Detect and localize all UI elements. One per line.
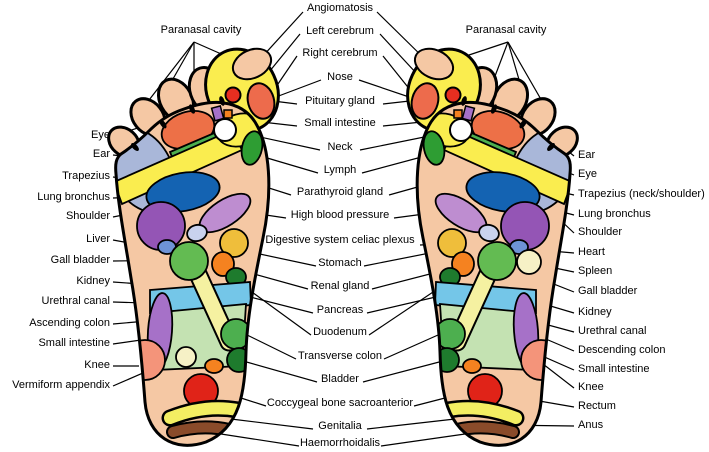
right-foot-illustration — [395, 37, 592, 445]
label-kidney-left: Kidney — [76, 275, 110, 287]
label-paranasal-cavity-right: Paranasal cavity — [465, 24, 547, 36]
label-paranasal-cavity-left: Paranasal cavity — [160, 24, 242, 36]
label-trapezius-right: Trapezius (neck/shoulder) — [578, 188, 705, 200]
label-digestive-celiac-plexus: Digestive system celiac plexus — [265, 234, 415, 246]
label-duodenum: Duodenum — [313, 326, 367, 338]
label-stomach: Stomach — [318, 257, 362, 269]
label-right-cerebrum: Right cerebrum — [302, 47, 378, 59]
label-small-intestine-left: Small intestine — [38, 337, 110, 349]
label-eye-left: Eye — [91, 129, 110, 141]
label-shoulder-left: Shoulder — [65, 210, 110, 222]
label-lymph: Lymph — [323, 164, 357, 176]
label-renal-gland: Renal gland — [310, 280, 370, 292]
zone-vermiform-appendix — [175, 346, 197, 368]
label-parathyroid-gland: Parathyroid gland — [296, 186, 384, 198]
label-lung-bronchus-right: Lung bronchus — [578, 208, 651, 220]
label-spleen: Spleen — [578, 265, 613, 277]
label-gall-bladder-right: Gall bladder — [578, 285, 638, 297]
label-pituitary-gland: Pituitary gland — [305, 95, 375, 107]
label-urethral-canal-right: Urethral canal — [578, 325, 647, 337]
label-ear-left: Ear — [92, 148, 110, 160]
label-left-cerebrum: Left cerebrum — [306, 25, 374, 37]
left-foot-illustration — [94, 37, 291, 445]
label-trapezius-left: Trapezius — [62, 170, 110, 182]
label-heart: Heart — [578, 246, 605, 258]
label-knee-right: Knee — [578, 381, 604, 393]
label-shoulder-right: Shoulder — [578, 226, 623, 238]
label-high-blood-pressure: High blood pressure — [290, 209, 390, 221]
label-haemorrhoidalis: Haemorrhoidalis — [299, 437, 381, 449]
label-kidney-right: Kidney — [578, 306, 612, 318]
label-small-intestine-right: Small intestine — [578, 363, 650, 375]
label-liver: Liver — [86, 233, 110, 245]
label-transverse-colon: Transverse colon — [298, 350, 382, 362]
label-gall-bladder-left: Gall bladder — [50, 254, 110, 266]
label-small-intestine-center: Small intestine — [304, 117, 376, 129]
label-descending-colon: Descending colon — [578, 344, 666, 356]
label-angiomatosis: Angiomatosis — [306, 2, 374, 14]
label-rectum: Rectum — [578, 400, 616, 412]
label-coccygeal-sacroanterior: Coccygeal bone sacroanterior — [266, 397, 414, 409]
label-bladder: Bladder — [321, 373, 359, 385]
label-ear-right: Ear — [578, 149, 596, 161]
label-lung-bronchus-left: Lung bronchus — [37, 191, 110, 203]
label-genitalia: Genitalia — [318, 420, 362, 432]
label-neck: Neck — [327, 141, 353, 153]
label-pancreas: Pancreas — [316, 304, 364, 316]
label-knee-left: Knee — [84, 359, 110, 371]
label-vermiform-appendix: Vermiform appendix — [12, 379, 110, 391]
label-anus: Anus — [578, 419, 604, 431]
zone-spleen — [516, 249, 542, 275]
label-nose: Nose — [327, 71, 353, 83]
label-urethral-canal-left: Urethral canal — [41, 295, 110, 307]
label-ascending-colon: Ascending colon — [29, 317, 110, 329]
label-eye-right: Eye — [578, 168, 597, 180]
